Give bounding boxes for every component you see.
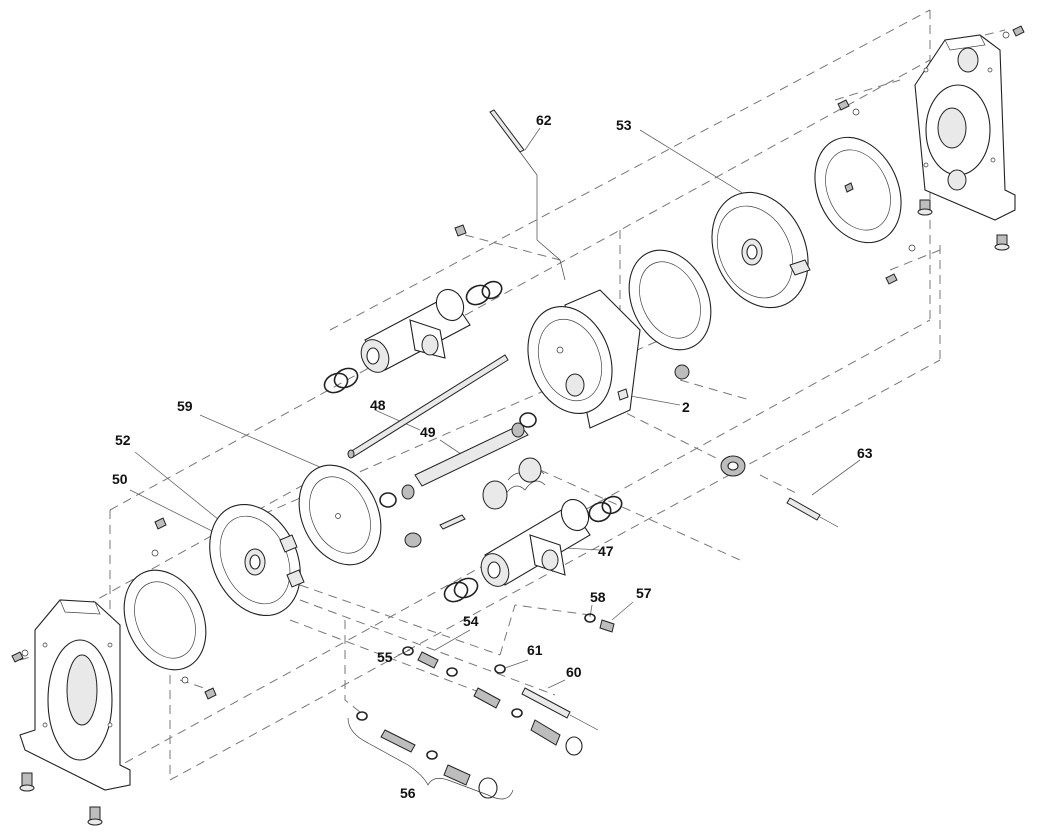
callout-60: 60: [566, 664, 582, 680]
left-mounting-bracket: [11, 599, 131, 826]
callout-50: 50: [112, 471, 128, 487]
part-47-lower-manifold: [443, 495, 623, 603]
callout-52: 52: [115, 432, 131, 448]
part-53-outer-chamber: [711, 191, 811, 309]
callout-62: 62: [536, 112, 552, 128]
part-49-shaft: [379, 412, 537, 548]
callout-2: 2: [682, 399, 690, 415]
upper-manifold: [323, 224, 503, 394]
callout-47: 47: [598, 543, 614, 559]
part-2-center-body: [527, 289, 690, 429]
middle-diaphragm-right: [628, 249, 712, 351]
callout-49: 49: [420, 424, 436, 440]
callout-56: 56: [400, 785, 416, 801]
callout-48: 48: [370, 397, 386, 413]
springs: [482, 457, 546, 510]
part-50-diaphragm: [123, 517, 217, 700]
callout-63: 63: [857, 445, 873, 461]
part-62-pin: [489, 109, 566, 281]
part-59-diaphragm: [298, 464, 382, 566]
callout-54: 54: [463, 613, 479, 629]
callout-53: 53: [616, 117, 632, 133]
part-63-pin: [720, 455, 839, 528]
callout-58: 58: [590, 589, 606, 605]
callout-55: 55: [377, 649, 393, 665]
callout-57: 57: [636, 585, 652, 601]
callout-labels: 2 47 48 49 50 52 53 54 55 56 57 58 59 60…: [112, 112, 873, 801]
part-48-rod: [347, 354, 509, 459]
right-mounting-bracket: [837, 25, 1025, 285]
callout-59: 59: [177, 398, 193, 414]
right-diaphragm: [814, 136, 902, 244]
part-52-outer-chamber: [209, 503, 305, 617]
fittings-group: [347, 613, 615, 800]
callout-61: 61: [527, 642, 543, 658]
